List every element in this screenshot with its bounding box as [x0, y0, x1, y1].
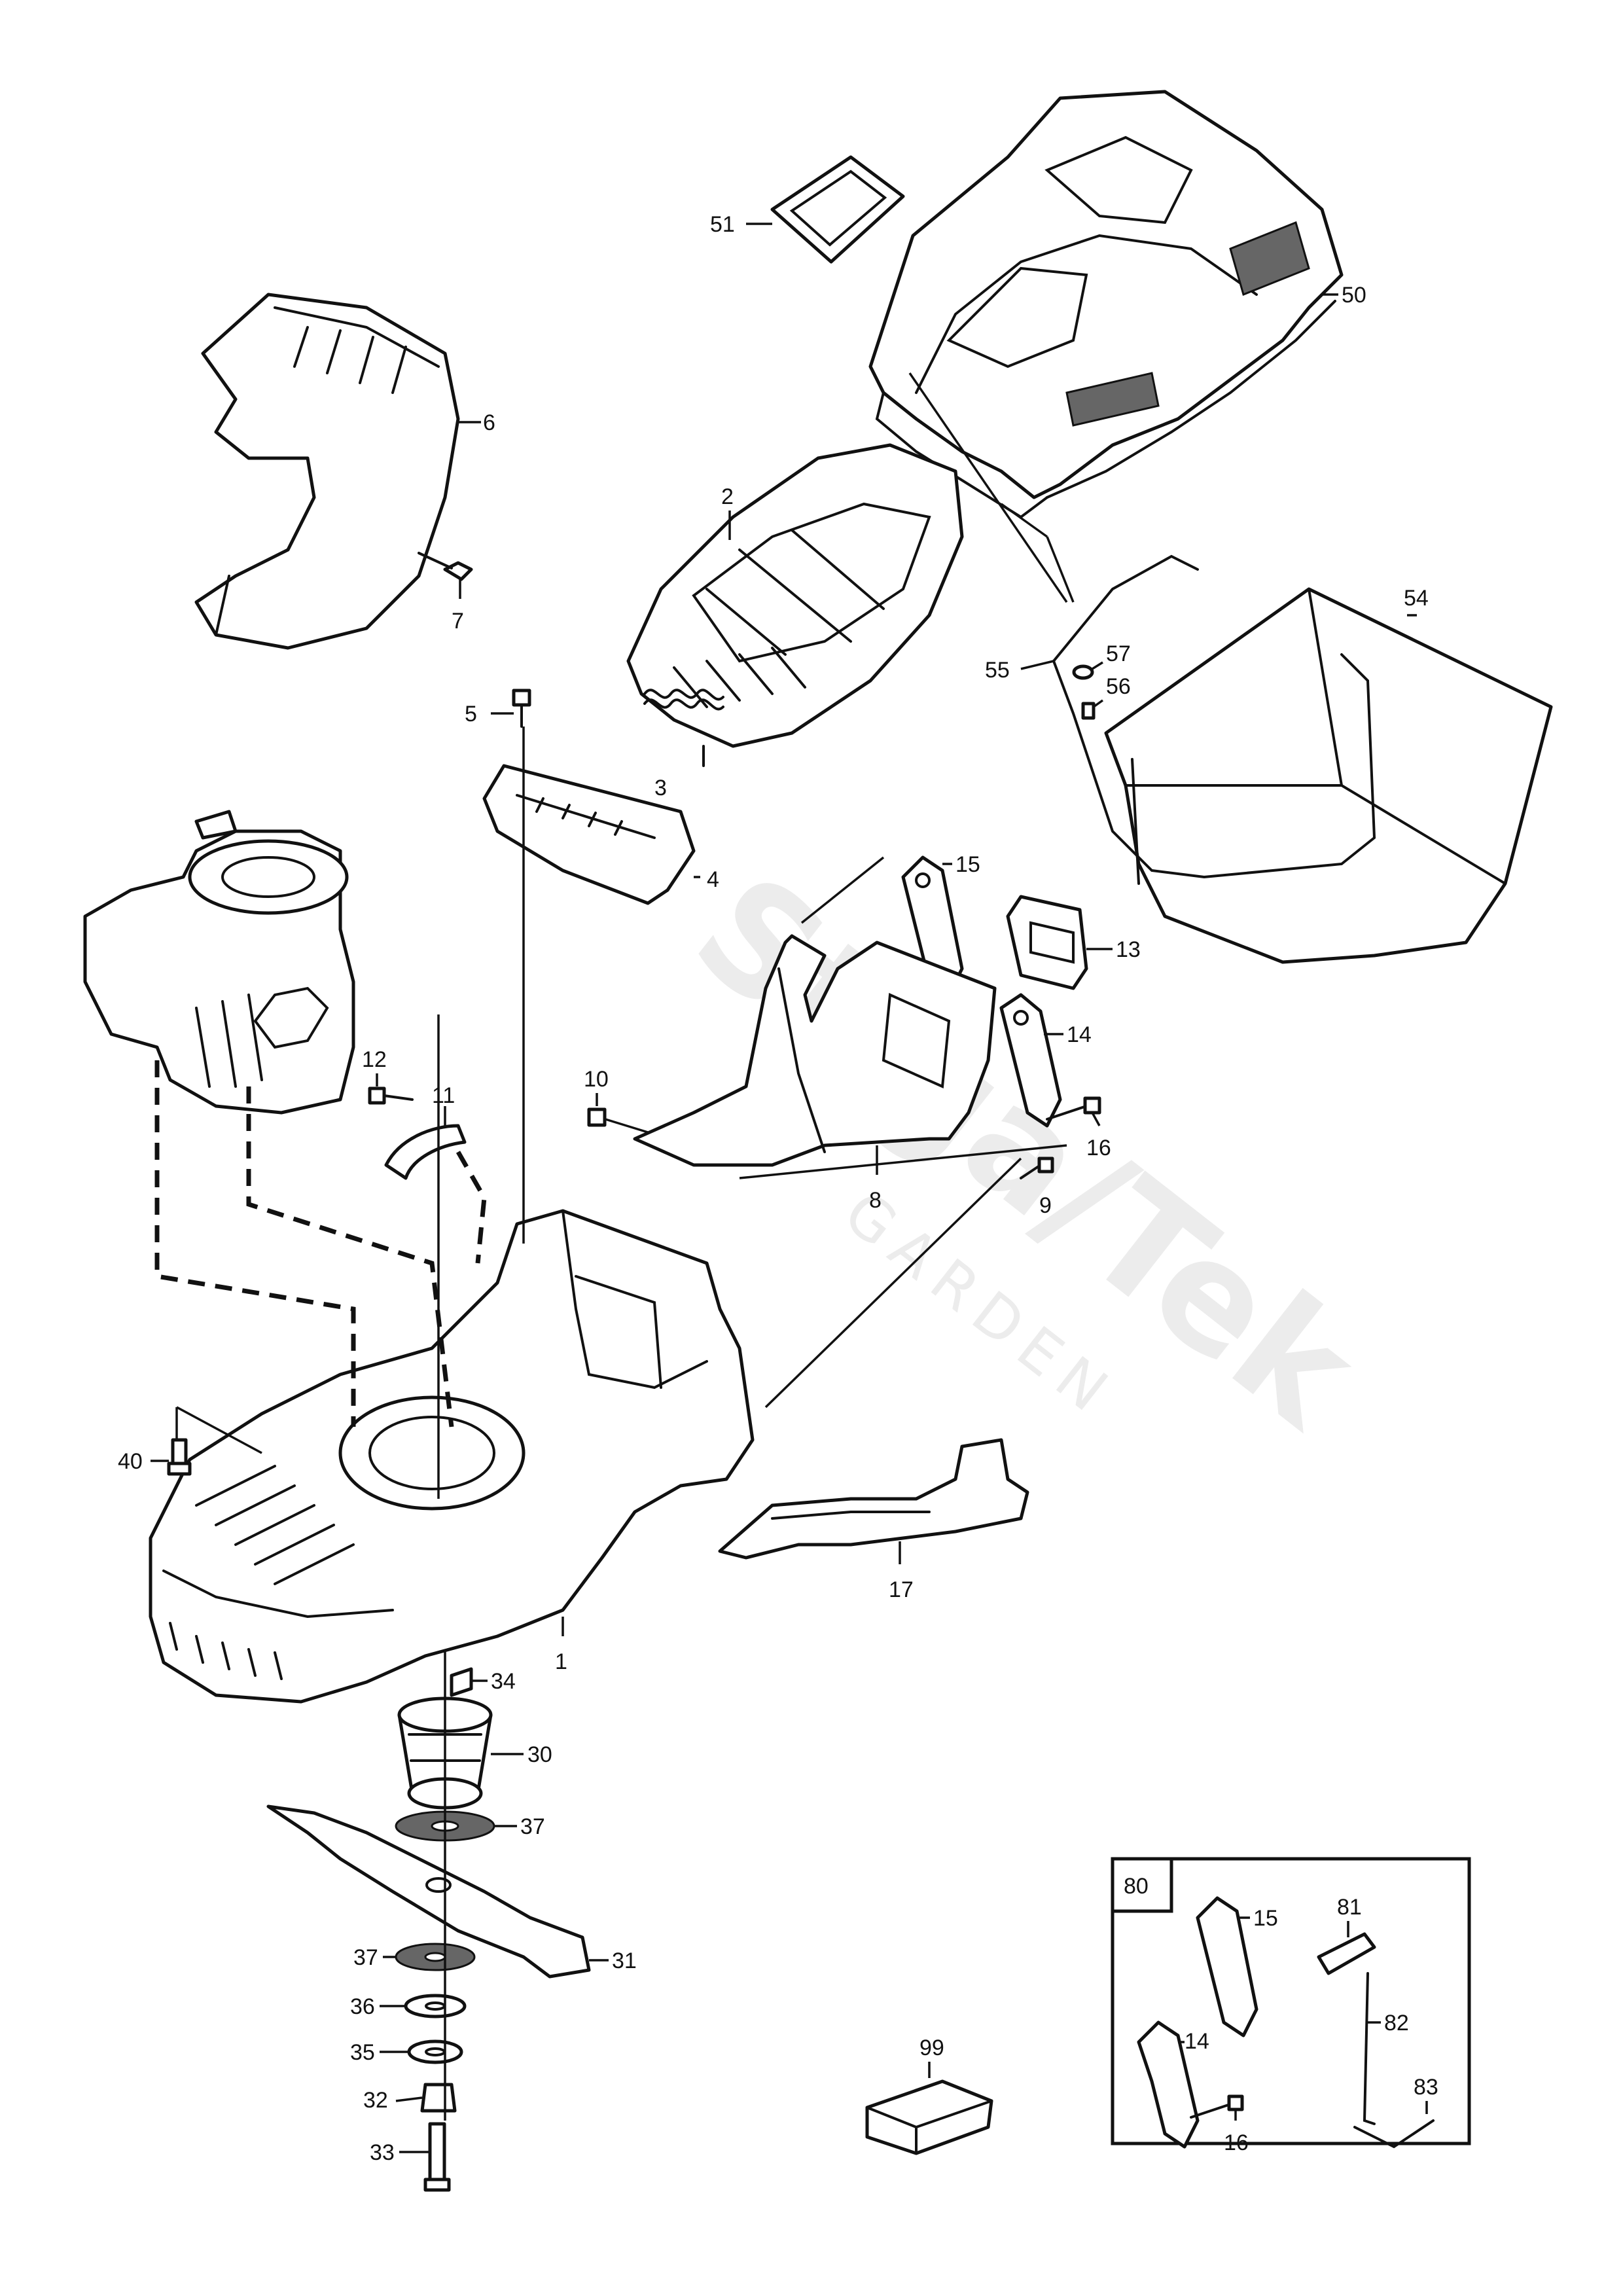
part-57-washer[interactable]: [1072, 664, 1094, 680]
callout-51: 51: [710, 212, 735, 237]
part-2-engine-cover[interactable]: [626, 443, 964, 748]
callout-40: 40: [118, 1449, 143, 1474]
callout-37-lower: 37: [353, 1945, 378, 1970]
part-34-key[interactable]: [450, 1667, 473, 1697]
kit-part-15-bracket[interactable]: [1196, 1896, 1258, 2037]
part-55-bag-frame[interactable]: [1052, 554, 1376, 879]
callout-55: 55: [985, 658, 1010, 683]
callout-34: 34: [491, 1669, 516, 1694]
part-50-grass-box-lid[interactable]: [868, 90, 1344, 519]
part-3-spring[interactable]: [643, 689, 724, 767]
callout-15: 15: [955, 852, 980, 877]
callout-32: 32: [363, 2088, 388, 2113]
part-7-screw[interactable]: [418, 552, 473, 581]
callout-57: 57: [1106, 641, 1131, 666]
kit-80-number: 80: [1124, 1874, 1149, 1899]
part-99-box[interactable]: [865, 2079, 993, 2155]
part-8-rear-guard[interactable]: [633, 934, 997, 1167]
kit-part-81-socket[interactable]: [1317, 1932, 1376, 1975]
callout-99: 99: [919, 2036, 944, 2060]
callout-9: 9: [1039, 1193, 1052, 1218]
engine[interactable]: [83, 810, 355, 1115]
kit-callout-81: 81: [1337, 1895, 1362, 1920]
callout-3: 3: [654, 776, 667, 800]
part-13-handle-grip[interactable]: [1006, 895, 1088, 990]
kit-callout-15: 15: [1253, 1906, 1278, 1931]
part-35-washer[interactable]: [407, 2039, 463, 2064]
part-17-mulch-plug[interactable]: [718, 1438, 1029, 1560]
part-54-grass-bag[interactable]: [1104, 587, 1553, 964]
callout-17: 17: [889, 1577, 914, 1602]
part-40-screw[interactable]: [167, 1438, 192, 1476]
callout-11: 11: [432, 1083, 455, 1108]
callout-37-upper: 37: [520, 1814, 545, 1839]
leader-lines: [154, 372, 1075, 2121]
kit-part-14-bracket[interactable]: [1137, 2020, 1200, 2149]
callout-13: 13: [1116, 937, 1141, 962]
kit-80-box[interactable]: 80 15 14 16 81 82 83: [1111, 1857, 1471, 2155]
callout-31: 31: [612, 1948, 637, 1973]
part-4-hinge-bracket[interactable]: [482, 764, 696, 905]
part-31-blade[interactable]: [266, 1804, 591, 1979]
callout-4: 4: [707, 867, 719, 892]
callout-33: 33: [370, 2140, 395, 2165]
callout-5: 5: [465, 702, 477, 726]
part-1-deck[interactable]: [149, 1209, 755, 1704]
callout-8: 8: [869, 1188, 882, 1213]
callout-54: 54: [1404, 586, 1429, 611]
callout-labels: 1 2 3 4 5 6 7 8 9 10 11 12 13 14 15 16 1…: [118, 212, 1429, 2165]
kit-part-82-rod[interactable]: [1363, 1972, 1376, 2125]
part-11-clip[interactable]: [384, 1124, 467, 1180]
callout-7: 7: [452, 609, 464, 634]
part-37-washer-lower[interactable]: [395, 1943, 476, 1971]
callout-30: 30: [527, 1742, 552, 1767]
part-56-screw[interactable]: [1081, 702, 1096, 720]
kit-callout-16: 16: [1224, 2130, 1249, 2155]
callout-36: 36: [350, 1994, 375, 2019]
part-10-screw[interactable]: [587, 1107, 649, 1134]
part-5-screw[interactable]: [512, 689, 531, 728]
callout-16: 16: [1086, 1136, 1111, 1160]
callout-56: 56: [1106, 674, 1131, 699]
callout-2: 2: [721, 484, 734, 509]
kit-part-83-hex-key[interactable]: [1353, 2119, 1435, 2149]
kit-callout-14: 14: [1185, 2029, 1209, 2054]
callout-6: 6: [483, 410, 495, 435]
callout-10: 10: [584, 1067, 609, 1092]
part-6-rear-cover[interactable]: [194, 293, 460, 650]
callout-1: 1: [555, 1649, 567, 1674]
callout-14: 14: [1067, 1022, 1092, 1047]
callout-12: 12: [362, 1047, 387, 1072]
part-12-screw[interactable]: [368, 1086, 414, 1105]
part-32-nut[interactable]: [420, 2083, 457, 2113]
kit-part-16-screw-shaft: [1190, 2103, 1232, 2119]
kit-part-16-screw[interactable]: [1227, 2094, 1244, 2111]
part-9-screw[interactable]: [1020, 1157, 1054, 1179]
kit-callout-83: 83: [1414, 2075, 1438, 2100]
part-51-level-window[interactable]: [770, 155, 905, 264]
part-36-washer[interactable]: [404, 1994, 467, 2018]
callout-50: 50: [1342, 283, 1366, 308]
part-33-bolt[interactable]: [423, 2122, 451, 2192]
callout-35: 35: [350, 2040, 375, 2065]
part-14-bracket[interactable]: [999, 993, 1062, 1128]
kit-callout-82: 82: [1384, 2011, 1409, 2036]
